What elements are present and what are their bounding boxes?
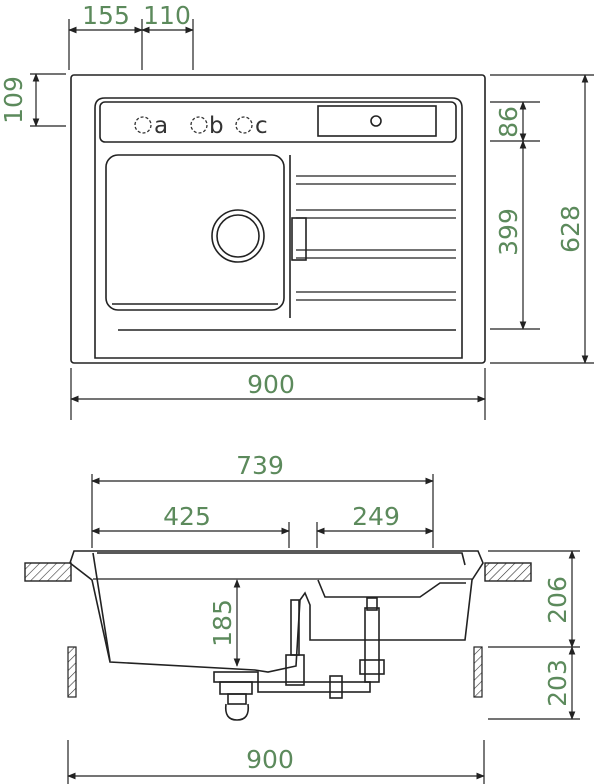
- siphon-assembly: [213, 597, 385, 721]
- sink-top-inner: [97, 552, 466, 566]
- dispenser-slot: [317, 105, 437, 137]
- cabinet-wall-left: [67, 646, 77, 698]
- cabinet-wall-right: [473, 646, 483, 698]
- dim-side-widths: 739 425 249: [91, 451, 434, 548]
- drain-inner-icon: [216, 214, 260, 258]
- tap-hole-b-icon: [190, 116, 208, 134]
- sink-body-profile: [69, 550, 484, 673]
- dim-rim-to-holes: 109: [0, 73, 66, 127]
- drainer-profile: [317, 579, 466, 598]
- dim-label-86: 86: [494, 106, 523, 138]
- dim-label-109: 109: [0, 76, 28, 124]
- dim-label-155: 155: [82, 1, 130, 30]
- dim-label-185: 185: [208, 599, 237, 647]
- hole-label-b: b: [209, 113, 224, 139]
- side-view: 739 425 249 185 206 203 900: [24, 451, 580, 784]
- dim-label-900-top: 900: [247, 370, 295, 399]
- dim-label-206: 206: [543, 576, 572, 624]
- dim-hole-offsets: 155 110: [68, 1, 194, 70]
- dim-label-628: 628: [556, 205, 585, 253]
- dim-bowl-depth: 185: [208, 579, 241, 667]
- sink-inner-outline: [94, 97, 463, 359]
- dim-label-739: 739: [236, 451, 284, 480]
- countertop-left: [24, 562, 72, 582]
- hole-label-a: a: [154, 113, 168, 139]
- hole-label-c: c: [255, 113, 268, 139]
- dim-side-total-width: 900: [67, 740, 485, 784]
- dim-label-900-bottom: 900: [246, 745, 294, 774]
- top-view: a b c 155 110: [0, 1, 594, 420]
- tap-hole-a-icon: [134, 116, 152, 134]
- dim-label-203: 203: [543, 659, 572, 707]
- dim-label-399: 399: [494, 208, 523, 256]
- dim-top-total-width: 900: [70, 368, 486, 420]
- overflow-slot: [291, 217, 307, 261]
- sink-bowl: [105, 154, 285, 311]
- tap-deck-panel: [99, 101, 457, 143]
- dispenser-hole-icon: [370, 115, 382, 127]
- countertop-right: [484, 562, 532, 582]
- tap-hole-c-icon: [235, 116, 253, 134]
- dim-label-249: 249: [352, 502, 400, 531]
- dim-label-110: 110: [143, 1, 191, 30]
- bowl-inner-left: [92, 552, 111, 662]
- drainer-grooves: [296, 175, 456, 301]
- dim-label-425: 425: [163, 502, 211, 531]
- sink-outer-rim: [70, 74, 486, 364]
- dim-side-heights: 206 203: [488, 550, 580, 720]
- drain-outer-icon: [211, 209, 265, 263]
- dim-right-depths: 86 399 628: [490, 74, 594, 364]
